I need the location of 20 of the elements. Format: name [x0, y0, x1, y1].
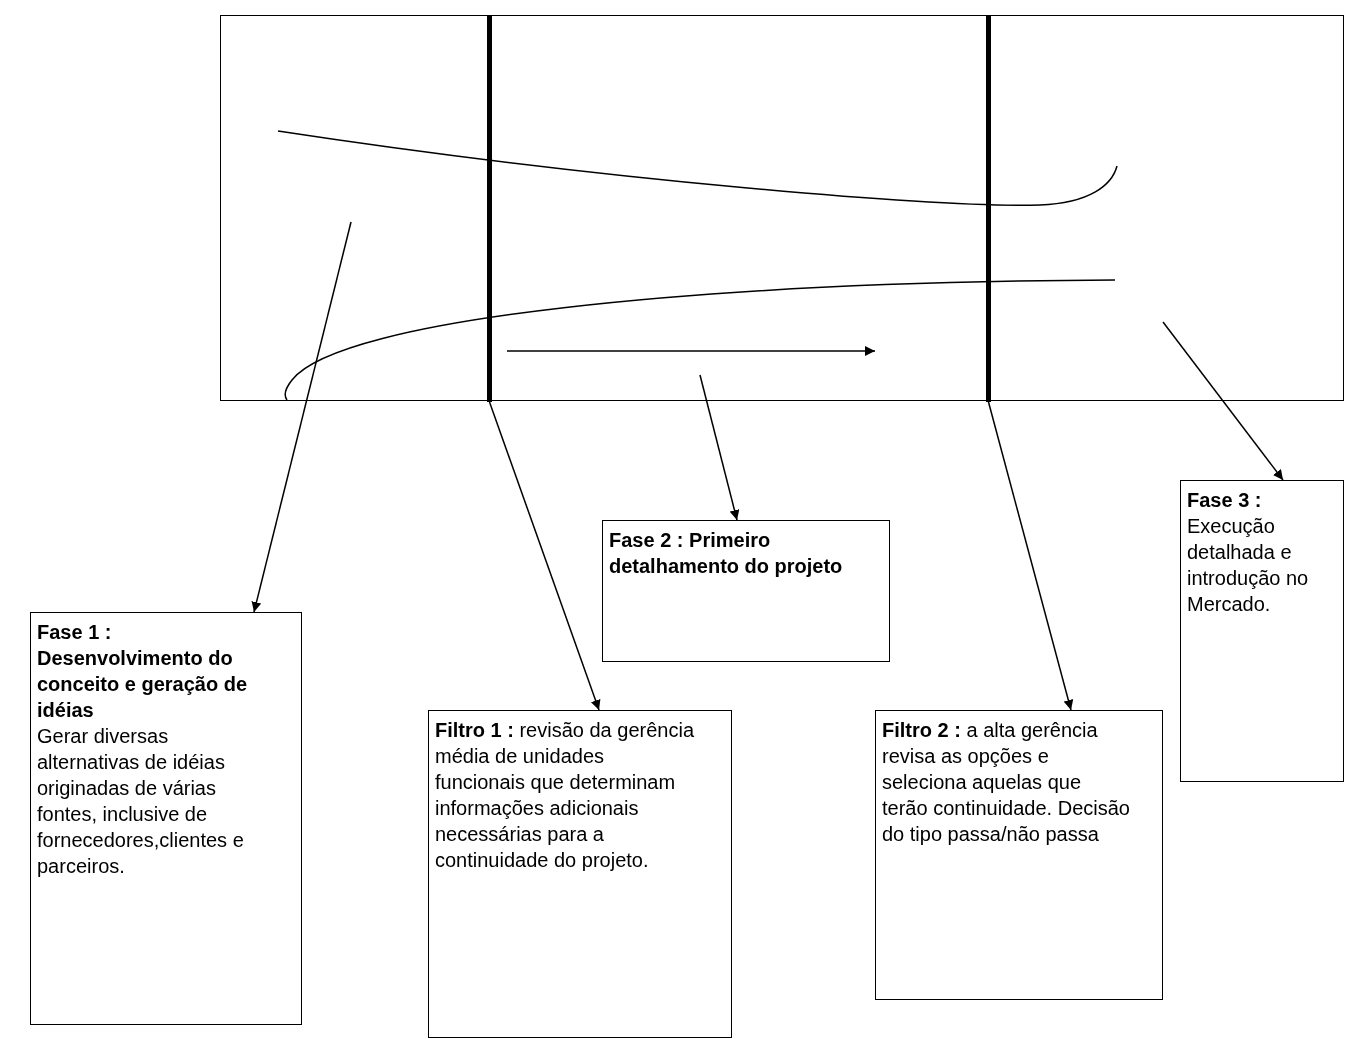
filter-bar [986, 16, 991, 402]
text-box [1180, 480, 1344, 782]
description-text: Gerar diversas alternativas de idéias originadas de várias fontes, inclusive de fornecedores,clientes e parceiros. [37, 724, 245, 879]
text-box [602, 520, 890, 662]
arrow [251, 221, 352, 613]
text-box [875, 710, 1163, 1000]
description-text: Filtro 1 : revisão da gerência média de unidades funcionais que determinam informações adicionais necessárias para a continuidade do projeto. [435, 718, 695, 873]
diagram-frame [220, 15, 1344, 401]
arrow [1162, 321, 1284, 481]
text-box [30, 612, 302, 1025]
filter-bar [487, 16, 492, 402]
arrow [699, 374, 740, 521]
phase-heading: Fase 1 : Desenvolvimento do conceito e geração de idéias [37, 620, 249, 723]
phase-heading: Fase 3 : [1187, 488, 1263, 513]
text-box [428, 710, 732, 1038]
arrow [488, 401, 601, 711]
arrow [987, 401, 1074, 711]
description-text: Filtro 2 : a alta gerência revisa as opções e seleciona aquelas que terão continuidade. Decisão do tipo passa/não passa [882, 718, 1131, 847]
description-text: Execução detalhada e introdução no Mercado. [1187, 514, 1310, 617]
description-text: Fase 2 : Primeiro detalhamento do projeto [609, 528, 844, 579]
